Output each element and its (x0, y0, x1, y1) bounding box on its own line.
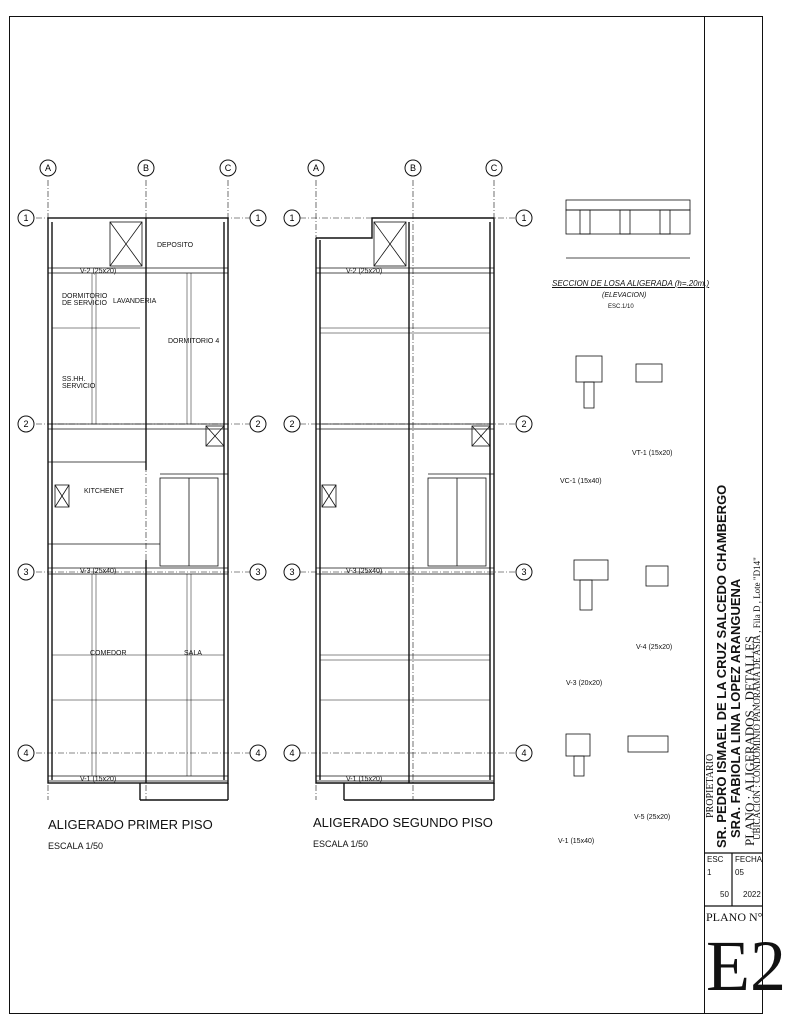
axis-3-p1-right-label: 3 (255, 567, 260, 577)
tb-fecha-label: FECHA (735, 855, 763, 864)
section-scale: ESC.1/10 (608, 304, 634, 310)
axis-B-p1-bubble (137, 159, 155, 177)
axis-C-p1-label: C (225, 163, 232, 173)
axis-B-p1-label: B (143, 163, 149, 173)
axis-4-p1-left-bubble (17, 744, 35, 762)
axis-1-p1-right-label: 1 (255, 213, 260, 223)
plan1-joists (52, 273, 224, 776)
axis-1-p2-right-label: 1 (521, 213, 526, 223)
plan1-voids (54, 221, 225, 567)
tb-owner2: SRA. FABIOLA LINA LOPEZ ARANGUENA (728, 578, 743, 838)
tb-ubicacion: UBICACION : CONDOMINIO PANORAMA DE ASIA … (752, 557, 762, 840)
axis-1-p2-left-bubble (283, 209, 301, 227)
detail-v3: V-3 (20x20) (566, 680, 603, 687)
axis-2-p2-right-bubble (515, 415, 533, 433)
axis-1-p2-right-bubble (515, 209, 533, 227)
detail-v4: V-4 (25x20) (636, 644, 673, 651)
beam-v1-p1: V-1 (15x20) (80, 776, 117, 783)
room-sshh-p1: SS.HH. SERVICIO (62, 376, 96, 390)
axis-C-p1-bubble (219, 159, 237, 177)
beam-v3-p1: V-3 (25x40) (80, 568, 117, 575)
axis-A-p2-bubble (307, 159, 325, 177)
axis-4-p2-left-bubble (283, 744, 301, 762)
axis-C-p2-label: C (491, 163, 498, 173)
axis-3-p2-left-bubble (283, 563, 301, 581)
room-dorm-servicio-p1: DORMITORIO DE SERVICIO (62, 293, 108, 307)
axis-A-p1-label: A (45, 163, 51, 173)
drawing-canvas: A A B B C C 1 1 1 1 2 2 2 2 3 3 3 3 4 4 4 4 (17, 159, 763, 907)
tb-plano-n-label: PLANO N° (706, 910, 763, 924)
axis-B-p2-bubble (404, 159, 422, 177)
tb-esc-den: 50 (720, 890, 729, 899)
room-kitchenet-p1: KITCHENET (84, 488, 124, 495)
plan2-beams (316, 267, 494, 782)
axis-bubbles: A A B B C C 1 1 1 1 2 2 2 2 3 3 3 3 4 4 4 4 (17, 159, 533, 762)
axis-2-p1-left-label: 2 (23, 419, 28, 429)
room-lavanderia-p1: LAVANDERIA (113, 298, 157, 305)
detail-v5: V-5 (25x20) (634, 814, 671, 821)
axis-B-p2-label: B (410, 163, 416, 173)
detail-vt1: VT-1 (15x20) (632, 450, 673, 457)
axis-4-p1-left-label: 4 (23, 748, 28, 758)
axis-3-p1-left-bubble (17, 563, 35, 581)
plan2-scale: ESCALA 1/50 (313, 839, 369, 849)
beam-v2-p2: V-2 (25x20) (346, 268, 383, 275)
plan2-walls (315, 217, 495, 801)
axis-2-p1-left-bubble (17, 415, 35, 433)
plan1-walls (47, 217, 229, 801)
tb-plano-number: E2 (706, 926, 786, 1006)
axis-C-p2-bubble (485, 159, 503, 177)
axis-4-p1-right-bubble (249, 744, 267, 762)
tb-fecha-month: 05 (735, 868, 744, 877)
axis-2-p2-right-label: 2 (521, 419, 526, 429)
detail-v1: V-1 (15x40) (558, 838, 595, 845)
room-sala-p1: SALA (184, 650, 202, 657)
axis-4-p1-right-label: 4 (255, 748, 260, 758)
beam-v1-p2: V-1 (15x20) (346, 776, 383, 783)
plan2-voids (321, 221, 491, 567)
title-block (704, 16, 763, 1014)
axis-2-p1-right-label: 2 (255, 419, 260, 429)
tb-esc-label: ESC (707, 855, 724, 864)
axis-1-p1-left-label: 1 (23, 213, 28, 223)
detail-vc1: VC-1 (15x40) (560, 478, 602, 485)
axis-3-p2-left-label: 3 (289, 567, 294, 577)
axis-1-p1-left-bubble (17, 209, 35, 227)
beam-v3-p2: V-3 (25x40) (346, 568, 383, 575)
axis-3-p1-left-label: 3 (23, 567, 28, 577)
tb-owner1: SR. PEDRO ISMAEL DE LA CRUZ SALCEDO CHAM… (714, 484, 729, 848)
axis-3-p2-right-bubble (515, 563, 533, 581)
axis-3-p1-right-bubble (249, 563, 267, 581)
section-subtitle: (ELEVACION) (602, 292, 647, 299)
tb-esc-value: 1 (707, 868, 712, 877)
slab-section-detail (565, 199, 691, 259)
plan1-scale: ESCALA 1/50 (48, 841, 104, 851)
room-deposito-p1: DEPOSITO (157, 242, 194, 249)
axis-4-p2-right-label: 4 (521, 748, 526, 758)
axis-A-p1-bubble (39, 159, 57, 177)
axis-4-p2-left-label: 4 (289, 748, 294, 758)
axis-A-p2-label: A (313, 163, 319, 173)
drawing-sheet (9, 16, 763, 1014)
axis-2-p2-left-label: 2 (289, 419, 294, 429)
plan2-joists (320, 327, 490, 701)
title-block-lines (704, 852, 763, 907)
axis-2-p1-right-bubble (249, 415, 267, 433)
plan2-title: ALIGERADO SEGUNDO PISO (313, 815, 493, 830)
axis-3-p2-right-label: 3 (521, 567, 526, 577)
room-dormitorio4-p1: DORMITORIO 4 (168, 338, 220, 345)
room-comedor-p1: COMEDOR (90, 650, 127, 657)
axis-1-p2-left-label: 1 (289, 213, 294, 223)
axis-2-p2-left-bubble (283, 415, 301, 433)
beam-v2-p1: V-2 (25x20) (80, 268, 117, 275)
plan1-beams (48, 267, 228, 782)
axis-1-p1-right-bubble (249, 209, 267, 227)
plan1-title: ALIGERADO PRIMER PISO (48, 817, 213, 832)
beam-details (565, 355, 669, 777)
axis-4-p2-right-bubble (515, 744, 533, 762)
tb-fecha-year: 2022 (743, 890, 761, 899)
section-title: SECCION DE LOSA ALIGERADA (h=.20m.) (552, 279, 710, 288)
